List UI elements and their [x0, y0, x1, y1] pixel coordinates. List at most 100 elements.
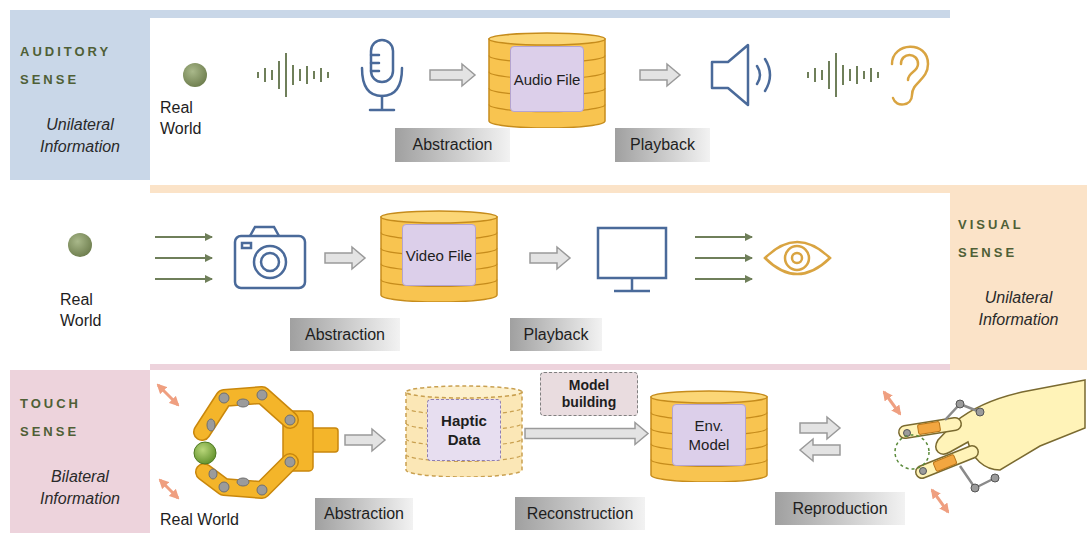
stage-text: Playback	[630, 136, 695, 154]
thumb	[922, 452, 972, 472]
label-holder: Real World	[160, 509, 290, 530]
block-arrow	[530, 247, 570, 269]
stage-text: Abstraction	[412, 136, 492, 154]
sense-panel: AUDITORY SENSE Unilateral Information	[10, 10, 150, 180]
object-dot	[68, 233, 92, 257]
robot-gripper	[158, 385, 338, 498]
block-arrow	[325, 247, 365, 269]
exoskeleton-segment	[933, 454, 957, 472]
database-body	[406, 392, 522, 477]
world-label: Real World	[60, 289, 126, 331]
eye-outline	[765, 242, 830, 274]
microphone-icon	[362, 40, 402, 110]
joint	[219, 393, 229, 403]
speaker-body	[712, 45, 748, 105]
band-bar	[150, 364, 950, 370]
camera-lens-inner	[261, 253, 279, 271]
stage-label: Abstraction	[290, 318, 400, 351]
camera-top	[250, 227, 279, 236]
force-arrow	[160, 480, 178, 498]
data-label-box: Haptic Data	[427, 399, 501, 461]
band-bar	[150, 10, 950, 18]
exoskeleton-link	[945, 404, 995, 488]
stage-label: Playback	[510, 318, 602, 351]
data-store: Video File	[380, 210, 498, 302]
finger-outline	[922, 452, 972, 472]
speaker-icon	[712, 45, 770, 105]
stage-label: Abstraction	[315, 498, 413, 530]
database-top	[651, 391, 767, 403]
grasped-object	[194, 442, 216, 464]
monitor-screen	[598, 228, 666, 278]
block-arrow	[800, 417, 840, 439]
joint	[971, 484, 979, 492]
band-bar	[150, 185, 950, 193]
sense-title: AUDITORY SENSE	[20, 38, 144, 94]
world-label: Real World	[160, 97, 226, 139]
data-store: Audio File	[488, 32, 606, 128]
gripper-joints	[207, 390, 295, 495]
database-body	[381, 217, 497, 302]
label-holder: Real World	[160, 97, 226, 139]
block-arrow	[640, 64, 680, 86]
database-body	[651, 397, 767, 482]
mic-grille	[371, 55, 379, 71]
exoskeleton-joints	[904, 400, 1000, 492]
stage-label: Abstraction	[395, 128, 510, 162]
joint	[257, 485, 267, 495]
object-dot	[183, 63, 207, 87]
joint	[956, 400, 964, 408]
process-box: Model building	[540, 372, 638, 416]
joint	[219, 482, 229, 492]
ray-arrow	[695, 236, 752, 238]
eye-iris	[785, 246, 809, 270]
sense-panel: VISUAL SENSE Unilateral Information	[950, 185, 1087, 370]
sound-wave	[258, 53, 328, 97]
mic-stand	[370, 96, 394, 110]
finger-pad	[237, 399, 249, 407]
camera-lens	[254, 246, 286, 278]
data-name-text: Audio File	[514, 70, 581, 89]
stage-text: Playback	[524, 326, 589, 344]
database-top	[406, 386, 522, 398]
stage-label: Reproduction	[775, 492, 905, 525]
ray-arrow	[695, 257, 752, 259]
data-name-text: Env. Model	[673, 416, 745, 454]
sense-note: Unilateral Information	[10, 114, 150, 158]
eye-pupil	[792, 253, 802, 263]
ray-arrow	[155, 257, 212, 259]
stage-text: Reconstruction	[527, 505, 634, 523]
ear-icon	[892, 47, 928, 105]
speaker-waves	[757, 59, 770, 91]
data-name-text: Video File	[406, 246, 472, 265]
joint	[257, 390, 267, 400]
ear-outline	[892, 47, 928, 105]
mic-holder	[362, 68, 402, 96]
eye-icon	[765, 242, 830, 274]
sense-title: VISUAL SENSE	[958, 211, 1083, 267]
data-store: Haptic Data	[405, 385, 523, 477]
stage-label: Reconstruction	[515, 497, 645, 530]
sound-wave	[808, 53, 878, 97]
human-hand	[884, 380, 1085, 512]
ray-arrow	[695, 278, 752, 280]
mic-capsule	[371, 40, 393, 82]
force-arrow	[158, 385, 178, 405]
ray-arrow	[155, 278, 212, 280]
flow-arrow	[525, 423, 648, 445]
sense-note: Unilateral Information	[950, 287, 1087, 331]
sense-note: Bilateral Information	[10, 466, 150, 510]
finger-pad	[207, 419, 215, 431]
stage-text: Abstraction	[324, 505, 404, 523]
data-name-text: Haptic Data	[428, 411, 500, 449]
force-arrow	[884, 392, 900, 414]
ear-inner	[901, 55, 918, 80]
exoskeleton-segment	[917, 421, 940, 434]
stage-text: Reproduction	[792, 500, 887, 518]
monitor-stand	[614, 278, 650, 291]
database-top	[381, 211, 497, 223]
sense-panel: TOUCH SENSE Bilateral Information	[10, 370, 150, 533]
sense-title: TOUCH SENSE	[20, 390, 144, 446]
ray-arrow	[155, 236, 212, 238]
gripper-finger	[202, 395, 290, 490]
